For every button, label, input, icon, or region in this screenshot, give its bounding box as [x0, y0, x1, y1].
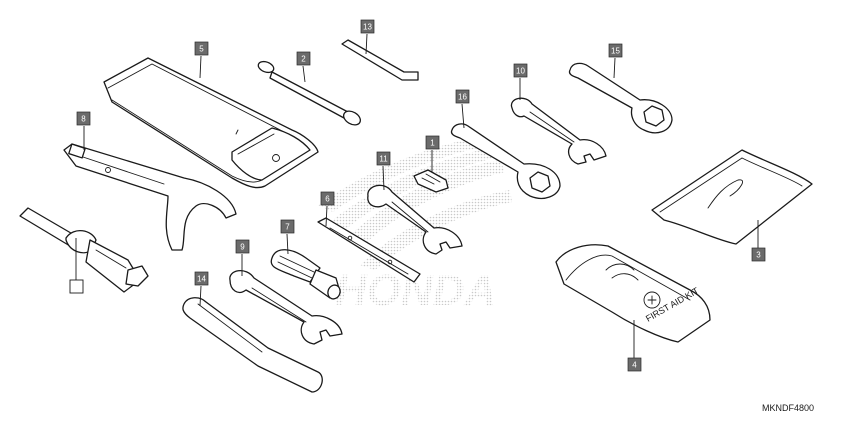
callout-label-6: 6 — [325, 195, 330, 204]
callout-tag-4: 4 — [627, 357, 642, 372]
wrench-part-2 — [257, 60, 362, 126]
callout-tag-5: 5 — [194, 41, 209, 56]
callout-tag-9: 9 — [235, 239, 250, 254]
callout-tag-3: 3 — [751, 247, 766, 262]
callout-label-14: 14 — [197, 275, 206, 284]
callout-tag-16: 16 — [455, 89, 470, 104]
callout-label-5: 5 — [199, 45, 204, 54]
callout-tag-blank — [69, 279, 84, 294]
callout-tag-15: 15 — [608, 43, 623, 58]
callout-tag-1: 1 — [425, 135, 440, 150]
callout-label-8: 8 — [81, 115, 86, 124]
callout-leaders — [75, 33, 759, 358]
callout-label-3: 3 — [756, 251, 761, 260]
box-wrench-part-15 — [568, 62, 673, 134]
callout-tag-8: 8 — [76, 111, 91, 126]
callout-label-9: 9 — [240, 243, 245, 252]
combination-wrench-part-16 — [450, 123, 561, 200]
open-end-wrench-part-9 — [229, 270, 343, 345]
first-aid-kit-part-4: FIRST AID KIT — [555, 244, 711, 343]
callout-tag-10: 10 — [513, 63, 528, 78]
callout-label-11: 11 — [379, 155, 388, 164]
extension-bar-part-14 — [182, 297, 323, 393]
pin-spanner-part-8 — [63, 143, 237, 251]
spark-plug-wrench-part — [19, 207, 149, 293]
screwdriver-handle-part-7 — [270, 249, 341, 300]
screwdriver-bit-part-6 — [317, 217, 421, 283]
callout-tag-7: 7 — [280, 219, 295, 234]
callout-tag-11: 11 — [376, 151, 391, 166]
callout-tag-2: 2 — [296, 51, 311, 66]
fuse-puller-part-1 — [413, 169, 449, 193]
callout-label-16: 16 — [458, 93, 467, 102]
callout-label-2: 2 — [301, 55, 306, 64]
diagram-code: MKNDF4800 — [762, 403, 814, 413]
callout-label-10: 10 — [516, 67, 525, 76]
callout-label-7: 7 — [285, 223, 290, 232]
callout-label-4: 4 — [632, 361, 637, 370]
callout-label-13: 13 — [363, 23, 372, 32]
callout-tag-13: 13 — [360, 19, 375, 34]
callout-tag-14: 14 — [194, 271, 209, 286]
tool-bag-part-5 — [103, 57, 319, 189]
open-end-wrench-part-10 — [510, 97, 607, 165]
callout-label-1: 1 — [430, 139, 435, 148]
open-end-wrench-part-11 — [367, 184, 463, 255]
cross-icon — [643, 291, 661, 309]
honda-wing-watermark: HONDA — [318, 138, 512, 315]
hex-key-part-13 — [341, 39, 419, 81]
callout-tag-6: 6 — [320, 191, 335, 206]
callout-label-15: 15 — [611, 47, 620, 56]
manual-pouch-part-3 — [651, 149, 813, 245]
